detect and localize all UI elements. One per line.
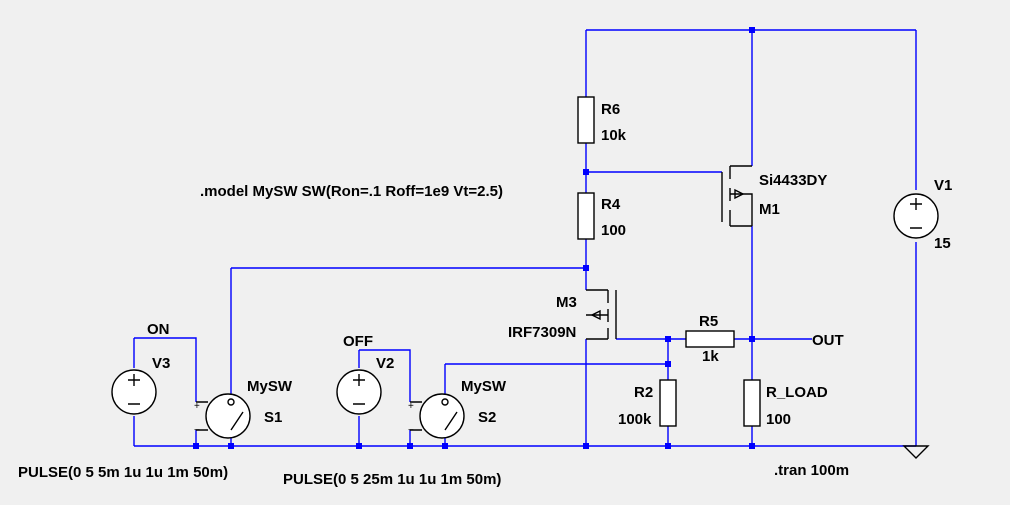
voltage-source-v3[interactable] — [111, 369, 157, 415]
net-label-off: OFF — [343, 333, 373, 350]
rload-ref: R_LOAD — [766, 384, 828, 401]
s1-ref: S1 — [264, 409, 282, 426]
s2-ref: S2 — [478, 409, 496, 426]
junction — [442, 443, 448, 449]
r2-ref: R2 — [634, 384, 653, 401]
resistor-r4[interactable] — [577, 192, 595, 240]
net-label-out: OUT — [812, 332, 844, 349]
junction — [583, 169, 589, 175]
model-directive[interactable]: .model MySW SW(Ron=.1 Roff=1e9 Vt=2.5) — [200, 183, 503, 200]
net-label-on: ON — [147, 321, 170, 338]
tran-directive[interactable]: .tran 100m — [774, 462, 849, 479]
v1-value: 15 — [934, 235, 951, 252]
r6-value: 10k — [601, 127, 627, 144]
resistor-r2[interactable] — [659, 379, 677, 427]
rload-value: 100 — [766, 411, 791, 428]
junction — [749, 443, 755, 449]
switch-s2[interactable] — [410, 393, 465, 439]
m3-model: IRF7309N — [508, 324, 576, 341]
junction — [665, 361, 671, 367]
junction — [665, 443, 671, 449]
r4-ref: R4 — [601, 196, 621, 213]
s2-plus: + — [408, 401, 414, 412]
mosfet-m1[interactable] — [721, 165, 753, 227]
mosfet-m3[interactable] — [586, 289, 617, 340]
voltage-source-v2[interactable] — [336, 369, 382, 415]
s1-model: MySW — [247, 378, 293, 395]
voltage-source-v1[interactable] — [893, 193, 939, 239]
resistor-r6[interactable] — [577, 96, 595, 144]
junction — [193, 443, 199, 449]
r6-ref: R6 — [601, 101, 620, 118]
junction — [749, 27, 755, 33]
s1-plus: + — [194, 401, 200, 412]
m1-ref: M1 — [759, 201, 780, 218]
v3-ref: V3 — [152, 355, 170, 372]
junctions — [193, 27, 755, 449]
s1-minus: − — [194, 425, 200, 436]
m3-ref: M3 — [556, 294, 577, 311]
v2-value: PULSE(0 5 25m 1u 1u 1m 50m) — [283, 471, 501, 488]
m1-model: Si4433DY — [759, 172, 827, 189]
v2-ref: V2 — [376, 355, 394, 372]
ground-symbol — [902, 445, 930, 459]
s2-model: MySW — [461, 378, 507, 395]
v1-ref: V1 — [934, 177, 952, 194]
junction — [583, 443, 589, 449]
v3-value: PULSE(0 5 5m 1u 1u 1m 50m) — [18, 464, 228, 481]
junction — [583, 265, 589, 271]
resistor-rload[interactable] — [743, 379, 761, 427]
r4-value: 100 — [601, 222, 626, 239]
r5-value: 1k — [702, 348, 719, 365]
r2-value: 100k — [618, 411, 652, 428]
r5-ref: R5 — [699, 313, 718, 330]
switch-s1[interactable] — [196, 393, 251, 439]
junction — [665, 336, 671, 342]
junction — [407, 443, 413, 449]
s2-minus: − — [408, 425, 414, 436]
junction — [356, 443, 362, 449]
junction — [749, 336, 755, 342]
junction — [228, 443, 234, 449]
resistor-r5[interactable] — [685, 330, 735, 348]
